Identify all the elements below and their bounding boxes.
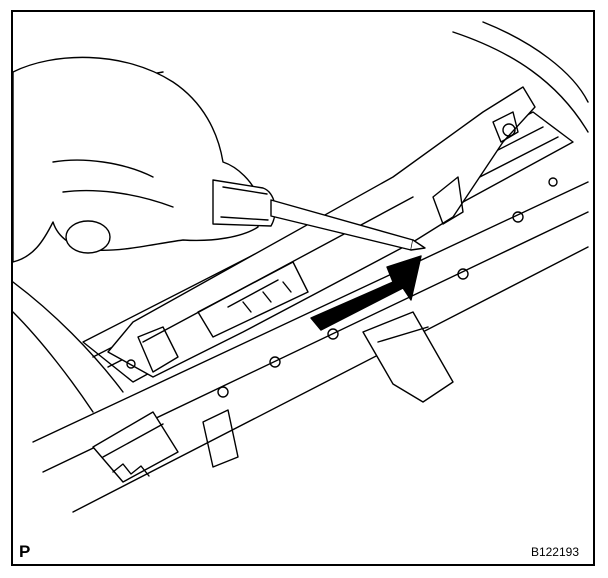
figure-code: B122193 [530, 545, 579, 559]
hand [13, 56, 259, 413]
technical-illustration [13, 21, 589, 513]
lower-bracket [362, 311, 454, 403]
corner-letter: P [19, 542, 31, 561]
rail-cover [107, 86, 536, 378]
illustration-frame: P B122193 [11, 10, 595, 566]
lower-mechanism [92, 409, 239, 483]
screwdriver-icon [212, 179, 426, 251]
direction-arrow-icon [310, 255, 422, 331]
